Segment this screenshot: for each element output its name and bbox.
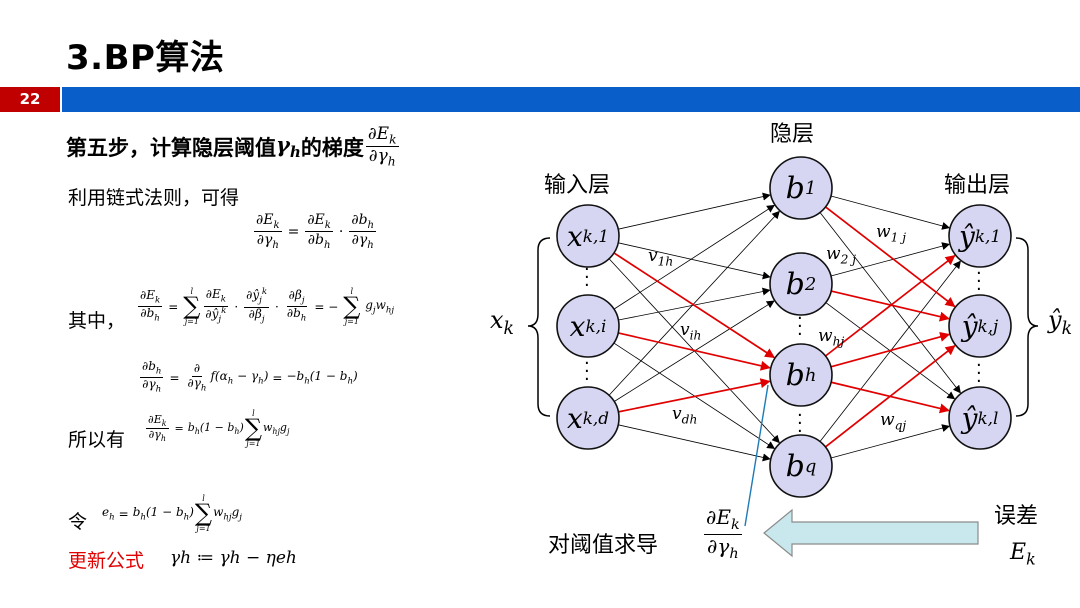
let-text: 令 bbox=[68, 511, 88, 533]
input-hidden-h-edge bbox=[618, 332, 771, 371]
update-label: 更新公式 bbox=[68, 550, 145, 572]
hidden-node-1 bbox=[769, 156, 833, 220]
input-vector-label: xk bbox=[490, 306, 515, 339]
partial-e-b-formula: ∂Ek∂bh = l∑j=1 ∂Ek∂ŷjk · ∂ŷjk∂βj · ∂βj∂b… bbox=[138, 287, 395, 326]
hidden-output-edge bbox=[830, 424, 951, 459]
update-formula: γh ≔ γh − ηeh bbox=[170, 548, 297, 568]
output-node-3 bbox=[948, 386, 1012, 450]
so-text: 所以有 bbox=[68, 429, 126, 451]
chain-rule-formula: ∂Ek∂γh = ∂Ek∂bh · ∂bh∂γh bbox=[254, 212, 377, 252]
slide-title: 3.BP算法 bbox=[66, 38, 225, 78]
hidden-layer-label: 隐层 bbox=[770, 122, 815, 147]
output-brace bbox=[1015, 237, 1039, 417]
page-number-bar bbox=[0, 87, 60, 112]
result-formula: ∂Ek∂γh = bh(1 − bh) l∑j=1 whjgj bbox=[146, 409, 290, 448]
hidden-output-edge bbox=[819, 212, 961, 394]
output-node-2 bbox=[948, 294, 1012, 358]
weight-whj-label: whj bbox=[818, 326, 845, 349]
input-node-2 bbox=[556, 294, 620, 358]
error-backprop-arrow bbox=[763, 508, 979, 558]
hidden-node-2 bbox=[769, 252, 833, 316]
derivative-label: 对阈值求导 bbox=[548, 533, 659, 558]
input-node-3 bbox=[556, 386, 620, 450]
error-label: 误差 bbox=[994, 504, 1039, 529]
weight-w2j-label: w2 j bbox=[826, 244, 857, 267]
partial-b-gamma-formula: ∂bh∂γh = ∂∂γh f(αh − γh) = −bh(1 − bh) bbox=[140, 359, 358, 395]
output-ellipsis-top: ··· bbox=[976, 263, 982, 300]
error-symbol: Ek bbox=[1010, 540, 1036, 569]
hidden-output-j-edge bbox=[824, 345, 956, 448]
input-hidden-edge bbox=[618, 242, 771, 280]
hidden-output-edge bbox=[830, 195, 951, 230]
input-brace bbox=[527, 237, 551, 417]
weight-w1j-label: w1 j bbox=[876, 222, 907, 245]
input-ellipsis-bottom: ··· bbox=[584, 353, 590, 390]
input-node-1 bbox=[556, 204, 620, 268]
hidden-ellipsis-bottom: ··· bbox=[797, 405, 803, 442]
step-heading: 第五步，计算隐层阈值 γh 的梯度 ∂Ek∂γh bbox=[66, 124, 401, 169]
weight-vih-label: vih bbox=[680, 320, 702, 343]
gamma-h-symbol: γh bbox=[276, 132, 301, 162]
weight-wqj-label: wqj bbox=[880, 410, 907, 433]
step-heading-text: 第五步，计算隐层阈值 bbox=[66, 135, 276, 160]
header-rule bbox=[62, 87, 1080, 112]
derivative-fraction: ∂Ek∂γh bbox=[704, 505, 742, 562]
output-vector-label: ŷk bbox=[1048, 306, 1073, 339]
input-hidden-edge bbox=[613, 204, 775, 310]
input-hidden-edge bbox=[618, 424, 771, 462]
hidden-node-4 bbox=[769, 434, 833, 498]
heading-gradient-fraction: ∂Ek∂γh bbox=[365, 124, 399, 169]
highlighted-connections bbox=[613, 206, 956, 448]
input-hidden-h-edge bbox=[613, 252, 776, 359]
input-ellipsis-top: ··· bbox=[584, 259, 590, 296]
chain-rule-text: 利用链式法则，可得 bbox=[68, 187, 240, 209]
page-number: 22 bbox=[19, 90, 41, 108]
hidden-h-output-edge bbox=[824, 254, 956, 357]
weight-v1h-label: v1h bbox=[648, 246, 674, 269]
hidden-node-3 bbox=[769, 343, 833, 407]
weight-vdh-label: vdh bbox=[672, 404, 698, 427]
input-hidden-edge bbox=[608, 210, 780, 396]
output-layer-label: 输出层 bbox=[944, 173, 1011, 198]
input-hidden-edge bbox=[618, 192, 771, 230]
hidden-output-j-edge bbox=[825, 206, 956, 308]
hidden-ellipsis-top: ··· bbox=[797, 308, 803, 345]
connections bbox=[608, 192, 961, 462]
step-heading-tail: 的梯度 bbox=[300, 135, 364, 160]
input-hidden-h-edge bbox=[618, 378, 771, 413]
output-node-1 bbox=[948, 204, 1012, 268]
define-e-formula: eh = bh(1 − bh) l∑j=1 whjgj bbox=[102, 494, 242, 533]
hidden-output-edge bbox=[830, 242, 951, 277]
output-ellipsis-bottom: ··· bbox=[976, 355, 982, 392]
gradient-pointer-line bbox=[744, 384, 769, 527]
hidden-output-j-edge bbox=[830, 332, 951, 368]
where-text: 其中， bbox=[68, 310, 126, 332]
input-layer-label: 输入层 bbox=[544, 173, 611, 198]
